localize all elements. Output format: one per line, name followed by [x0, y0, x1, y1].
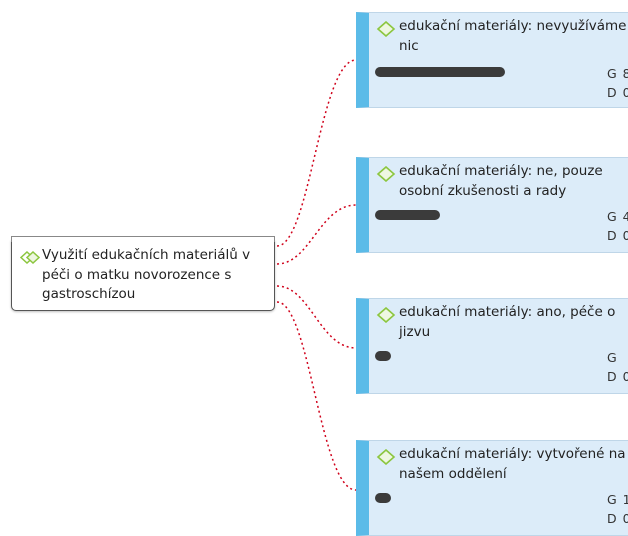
- groundedness-value: G 8: [607, 66, 628, 81]
- frequency-bar: [375, 493, 391, 503]
- density-value: D 0: [607, 511, 628, 526]
- frequency-bar: [375, 210, 440, 220]
- topic-card[interactable]: edukační materiály: ano, péče o jizvu G …: [356, 298, 628, 394]
- density-value: D 0: [607, 228, 628, 243]
- topic-label: edukační materiály: vytvořené na našem o…: [399, 446, 626, 482]
- diamond-icon: [376, 20, 396, 41]
- topic-label: edukační materiály: ne, pouze osobní zku…: [399, 163, 603, 199]
- frequency-bar: [375, 67, 505, 77]
- topic-card[interactable]: edukační materiály: ne, pouze osobní zku…: [356, 157, 628, 253]
- topic-label: edukační materiály: nevyužíváme nic: [399, 18, 627, 54]
- groundedness-value: G 4: [607, 209, 628, 224]
- diamond-icon: [376, 448, 396, 469]
- topic-card[interactable]: edukační materiály: vytvořené na našem o…: [356, 440, 628, 536]
- frequency-bar: [375, 351, 391, 361]
- diamond-icon: [376, 165, 396, 186]
- root-topic-label: Využití edukačních materiálů v péči o ma…: [42, 247, 251, 302]
- topic-card[interactable]: edukační materiály: nevyužíváme nic G 8 …: [356, 12, 628, 108]
- connector-topic-3: [276, 285, 357, 349]
- connector-topic-1: [276, 59, 357, 247]
- density-value: D 0: [607, 369, 628, 384]
- density-value: D 0: [607, 85, 628, 100]
- topic-label: edukační materiály: ano, péče o jizvu: [399, 304, 616, 340]
- diamond-icon: [19, 249, 41, 268]
- groundedness-value: G: [607, 350, 618, 365]
- connector-topic-2: [276, 204, 357, 265]
- diamond-icon: [376, 306, 396, 327]
- root-topic[interactable]: Využití edukačních materiálů v péči o ma…: [11, 236, 275, 311]
- groundedness-value: G 1: [607, 492, 628, 507]
- connector-topic-4: [276, 301, 357, 491]
